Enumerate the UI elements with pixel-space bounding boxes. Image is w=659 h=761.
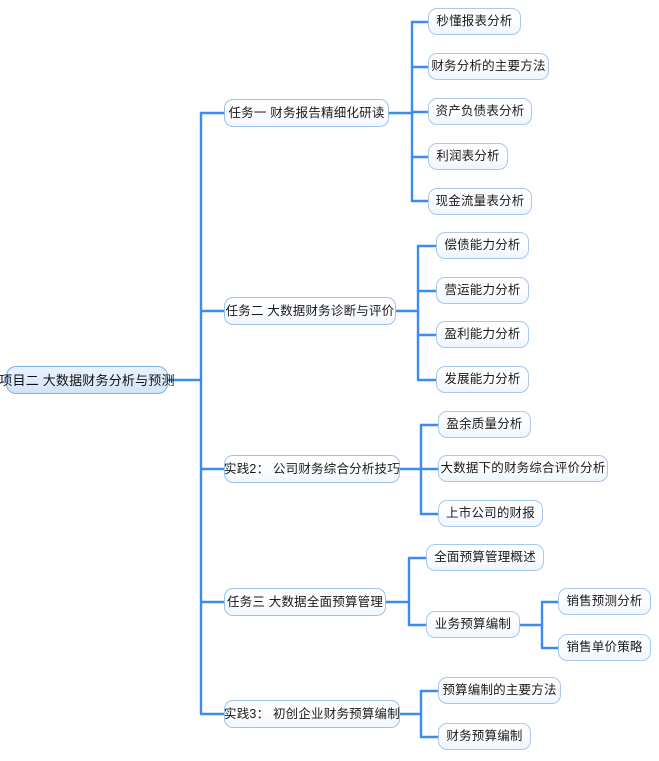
leaf-node-sales-unit-price-strategy[interactable]: 销售单价策略 [558, 634, 651, 661]
leaf-node-listed-company-report[interactable]: 上市公司的财报 [438, 500, 543, 527]
leaf-node-solvency-analysis[interactable]: 偿债能力分析 [436, 232, 529, 259]
leaf-node-sales-forecast-analysis[interactable]: 销售预测分析 [558, 588, 651, 615]
leaf-node-cash-flow-analysis[interactable]: 现金流量表分析 [428, 188, 532, 215]
leaf-node-growth-capability-analysis[interactable]: 发展能力分析 [436, 366, 529, 393]
leaf-node-financial-budget-preparation[interactable]: 财务预算编制 [438, 723, 531, 750]
leaf-node-operating-capability-analysis[interactable]: 营运能力分析 [436, 277, 529, 304]
branch-node-task-three[interactable]: 任务三 大数据全面预算管理 [224, 588, 386, 616]
leaf-node-profitability-analysis[interactable]: 盈利能力分析 [436, 321, 529, 348]
leaf-node-budget-management-overview[interactable]: 全面预算管理概述 [426, 544, 544, 571]
branch-node-practice-three[interactable]: 实践3： 初创企业财务预算编制 [224, 700, 400, 728]
leaf-node-report-analysis[interactable]: 秒懂报表分析 [428, 8, 521, 35]
branch-node-task-two[interactable]: 任务二 大数据财务诊断与评价 [224, 297, 396, 325]
leaf-node-bigdata-comprehensive-evaluation[interactable]: 大数据下的财务综合评价分析 [438, 455, 608, 482]
node-business-budget-preparation[interactable]: 业务预算编制 [426, 611, 520, 638]
branch-node-practice-two[interactable]: 实践2： 公司财务综合分析技巧 [224, 455, 400, 483]
branch-node-task-one[interactable]: 任务一 财务报告精细化研读 [224, 99, 389, 127]
leaf-node-income-statement-analysis[interactable]: 利润表分析 [428, 143, 508, 170]
leaf-node-earnings-quality-analysis[interactable]: 盈余质量分析 [438, 411, 531, 438]
root-node[interactable]: 项目二 大数据财务分析与预测 [0, 366, 175, 394]
leaf-node-financial-analysis-methods[interactable]: 财务分析的主要方法 [428, 53, 549, 80]
leaf-node-balance-sheet-analysis[interactable]: 资产负债表分析 [428, 98, 532, 125]
leaf-node-budget-preparation-methods[interactable]: 预算编制的主要方法 [438, 677, 561, 704]
